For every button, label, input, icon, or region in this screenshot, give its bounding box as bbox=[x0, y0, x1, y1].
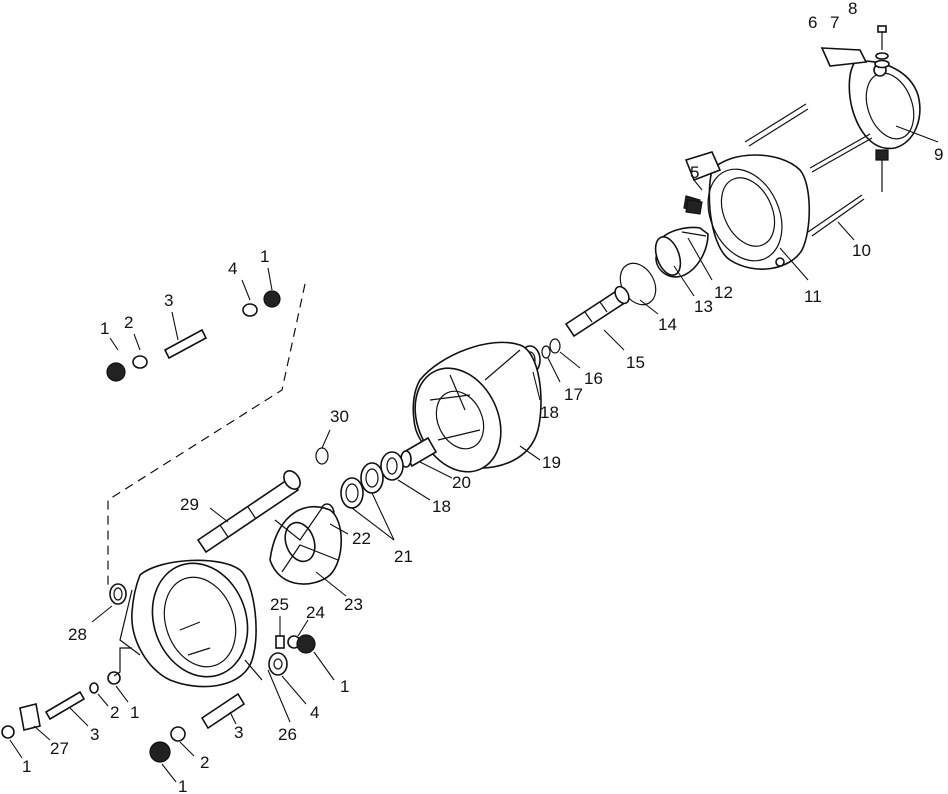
bracket-27 bbox=[19, 703, 41, 731]
part-5 bbox=[685, 199, 703, 215]
stud-3-lower-left bbox=[44, 690, 86, 721]
callout-28: 28 bbox=[68, 625, 87, 644]
nut-1-mid-right bbox=[296, 634, 316, 654]
washer-2-lower bbox=[170, 726, 186, 742]
o-ring-30 bbox=[315, 447, 329, 465]
nut-1-lower-mid bbox=[107, 671, 121, 685]
callout-15: 15 bbox=[626, 353, 645, 372]
callout-25: 25 bbox=[270, 595, 289, 614]
callout-24: 24 bbox=[306, 603, 325, 622]
bolt-25 bbox=[275, 635, 285, 649]
nut-1-top-left bbox=[106, 362, 126, 382]
bolt-8 bbox=[877, 25, 887, 50]
washer-7 bbox=[875, 52, 889, 60]
seal-21b bbox=[340, 477, 364, 509]
callout-1b: 1 bbox=[100, 319, 109, 338]
leader-lines bbox=[9, 125, 939, 783]
stud-long-mid bbox=[809, 133, 873, 173]
reference-line-dashed bbox=[107, 283, 306, 590]
stud-3-top bbox=[163, 328, 208, 360]
callout-17: 17 bbox=[564, 385, 583, 404]
washer-4-mid bbox=[268, 652, 288, 676]
callouts: 8 7 6 9 5 10 11 12 13 14 15 16 17 18 19 … bbox=[22, 0, 943, 794]
venturi-housing bbox=[683, 151, 811, 270]
callout-20: 20 bbox=[452, 473, 471, 492]
steering-nozzle bbox=[820, 47, 921, 192]
callout-4a: 4 bbox=[228, 259, 237, 278]
intake-housing bbox=[119, 559, 263, 688]
callout-16: 16 bbox=[584, 369, 603, 388]
nut-1-bottom bbox=[149, 741, 171, 763]
callout-11: 11 bbox=[804, 287, 822, 306]
callout-18a: 18 bbox=[540, 403, 559, 422]
callout-29: 29 bbox=[180, 495, 199, 514]
o-ring-16 bbox=[549, 338, 561, 354]
callout-1d: 1 bbox=[178, 777, 187, 794]
exit-cone bbox=[654, 226, 709, 278]
callout-18b: 18 bbox=[432, 497, 451, 516]
washer-2-lower-mid bbox=[89, 682, 99, 694]
callout-22: 22 bbox=[352, 529, 371, 548]
sleeve-20 bbox=[400, 436, 438, 468]
seal-21a bbox=[360, 462, 384, 494]
callout-9: 9 bbox=[934, 145, 943, 164]
callout-4b: 4 bbox=[310, 703, 319, 722]
washer-2-top bbox=[132, 355, 148, 369]
callout-26: 26 bbox=[278, 725, 297, 744]
callout-21: 21 bbox=[394, 547, 413, 566]
callout-30: 30 bbox=[330, 407, 349, 426]
callout-3a: 3 bbox=[164, 291, 173, 310]
callout-8: 8 bbox=[848, 0, 857, 18]
washer-6 bbox=[874, 59, 890, 69]
pump-housing bbox=[412, 341, 542, 473]
impeller-shaft bbox=[564, 285, 630, 338]
callout-27: 27 bbox=[50, 739, 69, 758]
impeller bbox=[269, 505, 342, 585]
callout-10: 10 bbox=[852, 241, 871, 260]
nut-1-far-left bbox=[1, 725, 15, 739]
callout-3b: 3 bbox=[234, 723, 243, 742]
callout-2c: 2 bbox=[110, 703, 119, 722]
stud-long-top bbox=[744, 103, 809, 147]
callout-1c: 1 bbox=[340, 677, 349, 696]
callout-1e: 1 bbox=[130, 703, 139, 722]
bearing-18-bottom bbox=[380, 451, 404, 481]
callout-6: 6 bbox=[808, 13, 817, 32]
callout-14: 14 bbox=[658, 315, 677, 334]
callout-13: 13 bbox=[694, 297, 713, 316]
callout-2a: 2 bbox=[124, 313, 133, 332]
washer-4-top bbox=[242, 303, 258, 317]
nut-1-top-right bbox=[263, 290, 281, 308]
callout-1f: 1 bbox=[22, 757, 31, 776]
stud-3-lower bbox=[200, 692, 246, 730]
callout-3c: 3 bbox=[90, 725, 99, 744]
callout-12: 12 bbox=[714, 283, 733, 302]
callout-1a: 1 bbox=[260, 247, 269, 266]
callout-2b: 2 bbox=[200, 753, 209, 772]
callout-7: 7 bbox=[830, 13, 839, 32]
drive-shaft bbox=[196, 470, 301, 554]
o-ring-17 bbox=[541, 345, 551, 359]
callout-5: 5 bbox=[690, 163, 699, 182]
callout-19: 19 bbox=[542, 453, 561, 472]
callout-23: 23 bbox=[344, 595, 363, 614]
ring-28 bbox=[109, 583, 127, 605]
reference-line-bracket bbox=[113, 647, 132, 677]
stud-10 bbox=[807, 194, 865, 237]
